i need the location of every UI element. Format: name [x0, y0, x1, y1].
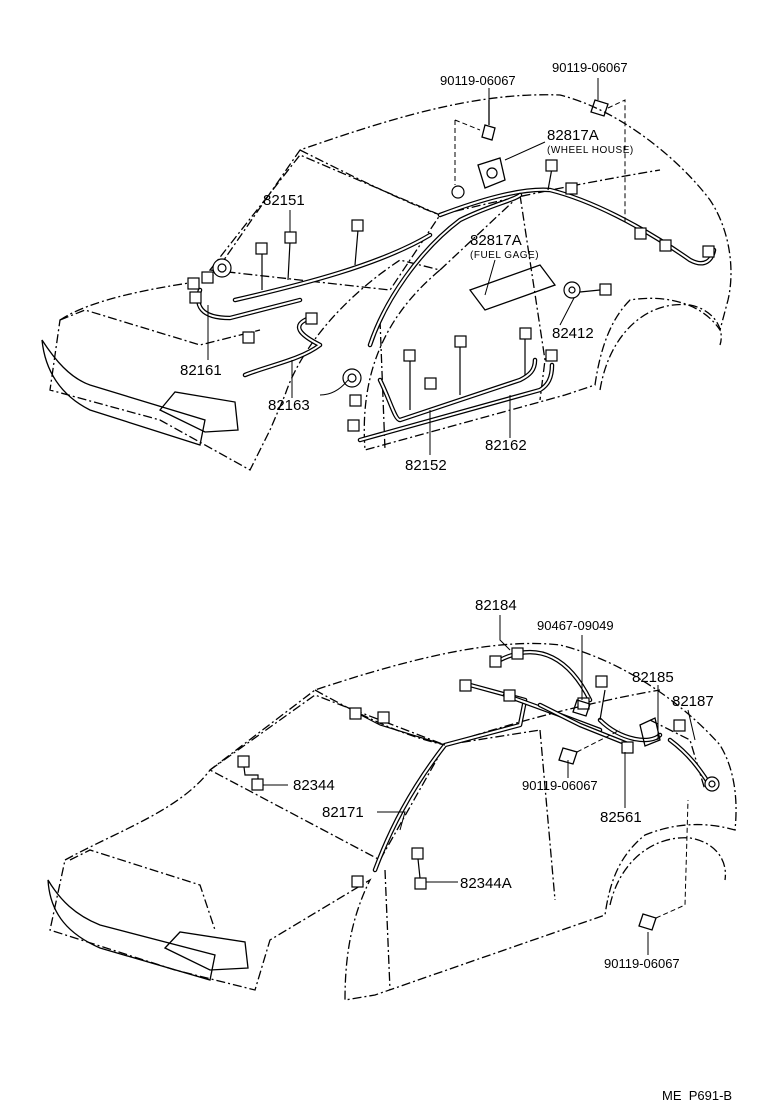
label-wheel-house-no: 82817A — [547, 127, 599, 144]
harness-82344 — [237, 755, 264, 791]
label-82152: 82152 — [405, 457, 447, 474]
top-vehicle: 90119-06067 90119-06067 82817A (WHEEL HO… — [41, 60, 732, 474]
bottom-vehicle: 82184 90467-09049 82185 82187 82344 9011… — [47, 597, 737, 1001]
bottom-headlight — [163, 931, 249, 971]
label-fuel-gage-desc: (FUEL GAGE) — [470, 250, 539, 261]
label-82344A: 82344A — [460, 875, 512, 892]
harness-82161 — [187, 258, 303, 321]
grommet-top — [451, 185, 465, 199]
harness-82184 — [489, 647, 603, 733]
bolt-top-left — [481, 100, 496, 141]
label-82161: 82161 — [180, 362, 222, 379]
label-82412: 82412 — [552, 325, 594, 342]
harness-82412 — [563, 281, 612, 299]
top-leaders — [207, 78, 599, 455]
wheel-house-connector — [477, 157, 506, 189]
top-hood — [59, 309, 261, 346]
top-headlight — [158, 391, 239, 433]
bottom-grille — [69, 849, 216, 931]
label-82344: 82344 — [293, 777, 335, 794]
harness-82163 — [242, 312, 323, 378]
harness-82561 — [537, 702, 634, 754]
harness-a-pillar — [367, 192, 523, 348]
top-front-door — [379, 194, 521, 451]
label-90467: 90467-09049 — [537, 618, 614, 633]
bolt-90467 — [572, 699, 591, 717]
bottom-front-bumper — [47, 879, 216, 981]
harness-82151 — [232, 219, 433, 303]
harness-rear-roof — [437, 159, 717, 266]
harness-82171 — [349, 679, 528, 888]
label-wheel-house-desc: (WHEEL HOUSE) — [547, 145, 634, 156]
bolt-top-dashed — [454, 99, 626, 222]
label-bolt-mid: 90119-06067 — [522, 778, 598, 793]
harness-82344A — [411, 847, 427, 890]
top-rear-arch — [599, 303, 722, 391]
top-roof-line — [299, 149, 661, 216]
label-82185: 82185 — [632, 669, 674, 686]
bolt-top-right — [590, 99, 609, 117]
bottom-leaders — [263, 615, 696, 955]
label-82151: 82151 — [263, 192, 305, 209]
label-82184: 82184 — [475, 597, 517, 614]
harness-82185 — [595, 675, 663, 747]
label-82561: 82561 — [600, 809, 642, 826]
label-fuel-gage-no: 82817A — [470, 232, 522, 249]
footer-code: ME P691-B — [662, 1088, 732, 1103]
bolt-bottom — [638, 799, 689, 931]
top-front-bumper — [41, 339, 206, 446]
label-bolt-right: 90119-06067 — [552, 60, 628, 75]
bottom-rear-arch — [609, 837, 727, 906]
label-82187: 82187 — [672, 693, 714, 710]
label-82163: 82163 — [268, 397, 310, 414]
harness-82187 — [667, 719, 720, 792]
bottom-door-line — [384, 729, 556, 991]
label-bolt-left: 90119-06067 — [440, 73, 516, 88]
label-82171: 82171 — [322, 804, 364, 821]
harness-82152 — [342, 327, 538, 432]
top-fuel-hatch — [468, 264, 557, 311]
top-arrow-82163 — [319, 379, 349, 396]
harness-82162 — [357, 349, 558, 443]
top-windshield — [208, 154, 441, 291]
bolt-mid — [558, 729, 621, 765]
label-82162: 82162 — [485, 437, 527, 454]
label-bolt-bottom: 90119-06067 — [604, 956, 680, 971]
